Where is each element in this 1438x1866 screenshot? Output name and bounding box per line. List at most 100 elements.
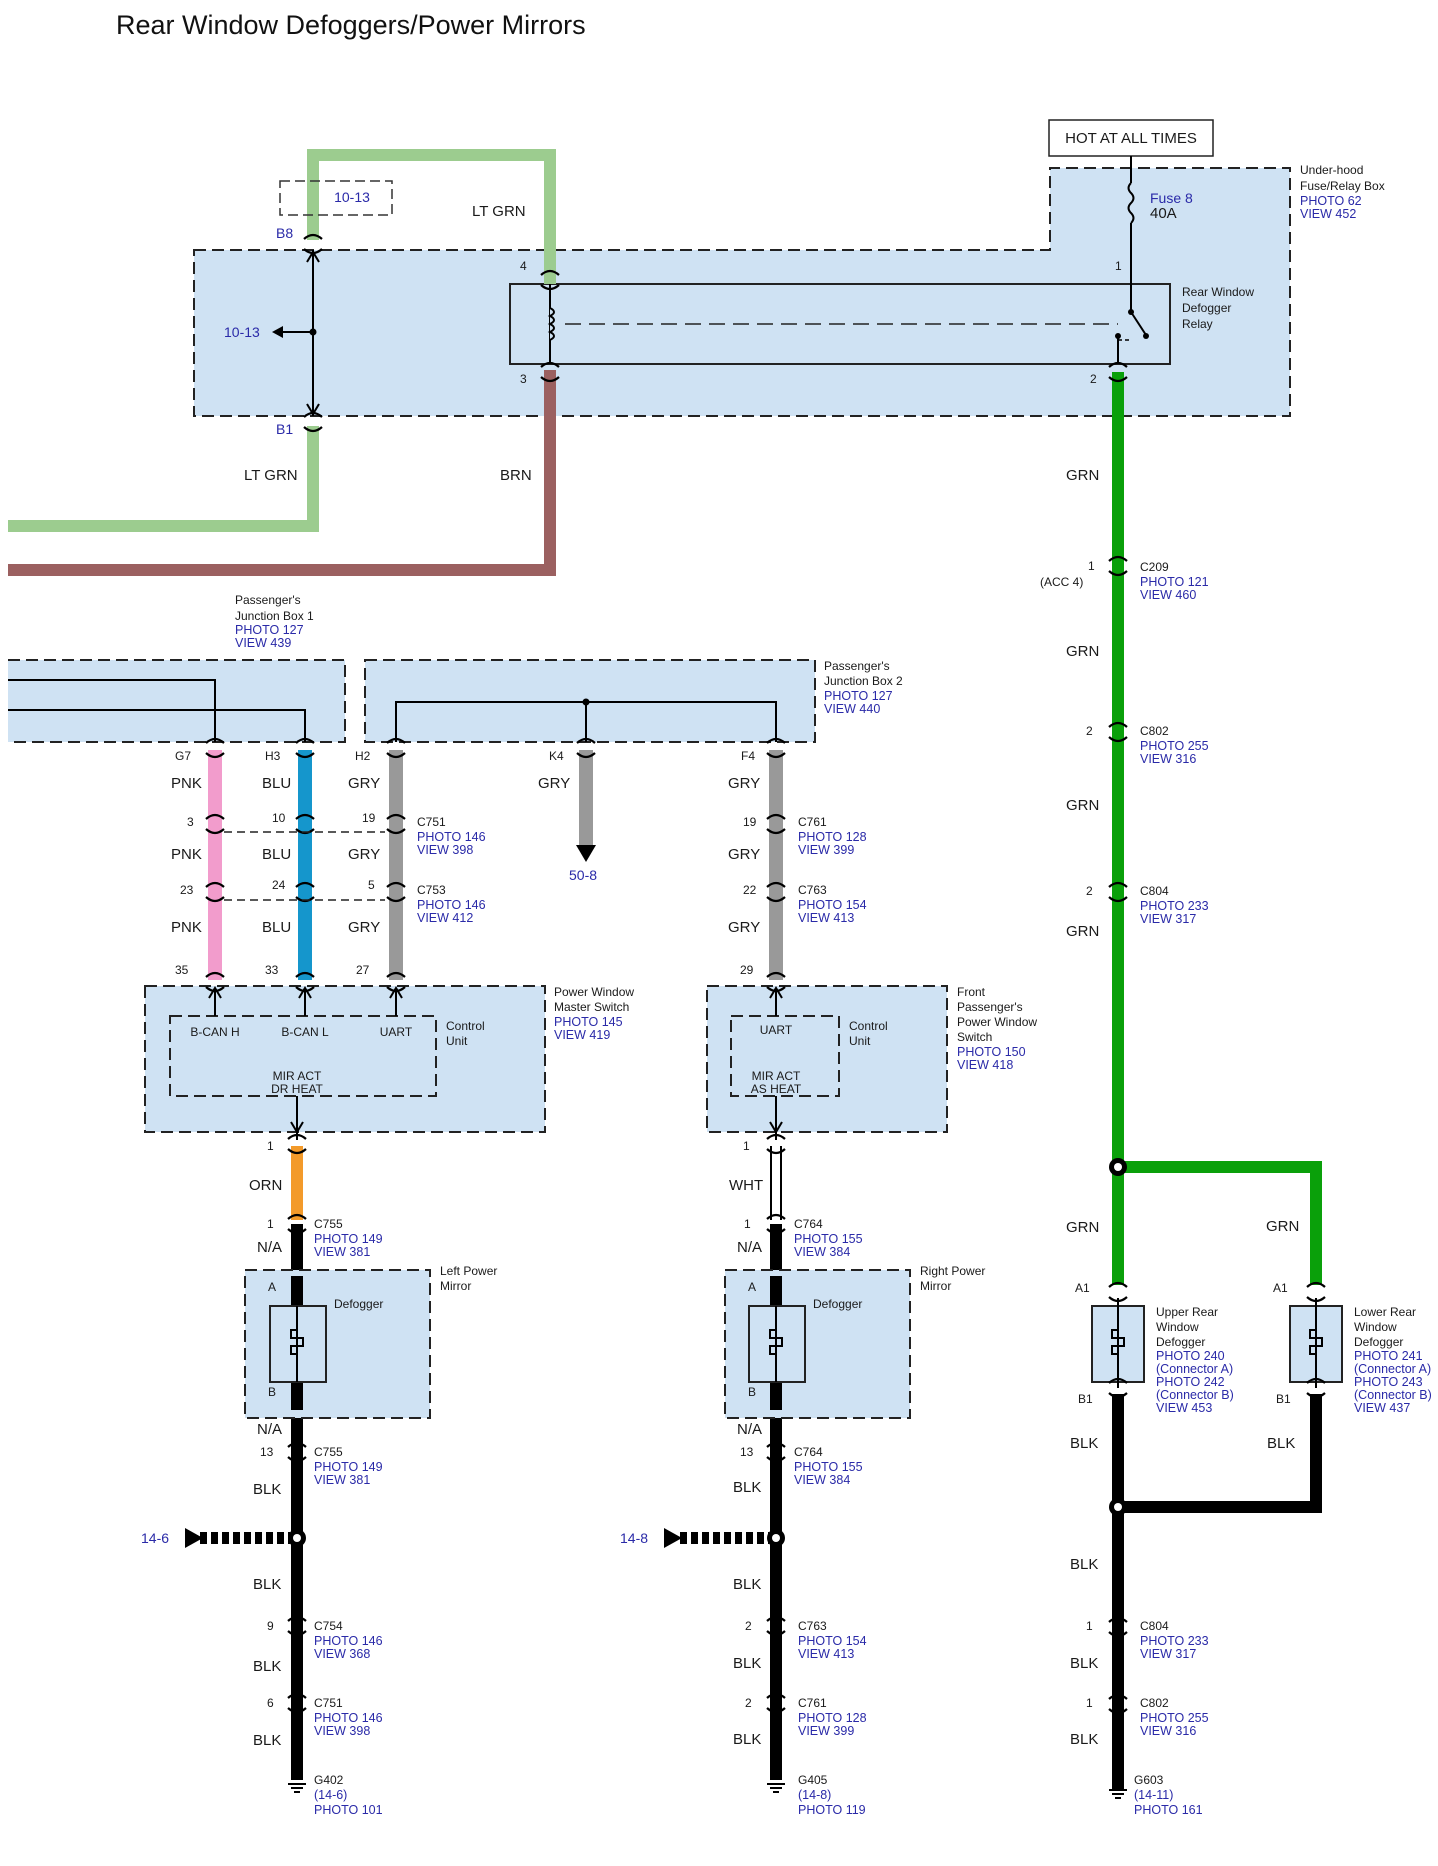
junction-box-1: [8, 659, 346, 743]
c764a-pin: 1: [744, 1217, 751, 1231]
lt-grn-label-top: LT GRN: [472, 203, 526, 220]
lower-conn-b: (Connector B): [1354, 1388, 1432, 1402]
lt-grn-wire-top: [307, 149, 556, 284]
c753-view: VIEW 412: [417, 911, 473, 925]
pwms-uart: UART: [380, 1025, 413, 1039]
pwms-pin33: 33: [265, 963, 279, 977]
right-defogger-icon: [769, 1329, 783, 1355]
lower-photo1: PHOTO 241: [1354, 1349, 1423, 1363]
pwms-cu1: Control: [446, 1019, 485, 1033]
gry-label-f4-1: GRY: [728, 775, 760, 792]
right-na-1: N/A: [737, 1239, 762, 1256]
grn-label-5: GRN: [1066, 1219, 1099, 1236]
relay-name3: Relay: [1182, 317, 1213, 331]
pwms-name1: Power Window: [554, 985, 634, 999]
upper-name3: Defogger: [1156, 1335, 1205, 1349]
blk-label-upper: BLK: [1070, 1435, 1098, 1452]
c751-view: VIEW 398: [417, 843, 473, 857]
pin-g7: G7: [175, 749, 191, 763]
left-blk-1: BLK: [253, 1481, 281, 1498]
g405-name: G405: [798, 1773, 828, 1787]
lower-a1: A1: [1273, 1281, 1288, 1295]
c763a-photo: PHOTO 154: [798, 898, 867, 912]
left-na-2: N/A: [257, 1421, 282, 1438]
wht-label: WHT: [729, 1177, 763, 1194]
ref-508: 50-8: [569, 867, 597, 883]
pjb1-view: VIEW 439: [235, 636, 291, 650]
c753-pin5: 5: [368, 878, 375, 892]
fppws-cu2: Unit: [849, 1034, 871, 1048]
lt-grn-wire-bottom: [8, 426, 319, 532]
right-blk-1: BLK: [733, 1479, 761, 1496]
c804a-name: C804: [1140, 884, 1169, 898]
left-na-1: N/A: [257, 1239, 282, 1256]
c764a-name: C764: [794, 1217, 823, 1231]
pjb1-photo: PHOTO 127: [235, 623, 304, 637]
pin-b1: B1: [276, 421, 293, 437]
left-ref-146: 14-6: [141, 1530, 169, 1546]
left-shield-arrow-icon: [185, 1528, 203, 1548]
gry-label-1: GRY: [348, 775, 380, 792]
c802b-view: VIEW 316: [1140, 1724, 1196, 1738]
left-mirror-name1: Left Power: [440, 1264, 497, 1278]
pwms-mir1: MIR ACT: [273, 1069, 322, 1083]
c753-pin24: 24: [272, 878, 286, 892]
blk-wire-lower: [1118, 1394, 1322, 1513]
ref-1013-box: [279, 180, 393, 216]
c764a-photo: PHOTO 155: [794, 1232, 863, 1246]
c209-view: VIEW 460: [1140, 588, 1196, 602]
fppws-name3: Power Window: [957, 1015, 1037, 1029]
fppws-photo: PHOTO 150: [957, 1045, 1026, 1059]
ground-icon-g402: [287, 1783, 307, 1793]
c754-pin: 9: [267, 1619, 274, 1633]
c755b-view: VIEW 381: [314, 1473, 370, 1487]
right-pin1: 1: [743, 1139, 750, 1153]
gry-label-k4: GRY: [538, 775, 570, 792]
relay-pin-1: 1: [1115, 259, 1122, 273]
blu-label-2: BLU: [262, 846, 291, 863]
c804b-name: C804: [1140, 1619, 1169, 1633]
relay-switch-icon: [1130, 311, 1147, 336]
upper-conn-a: (Connector A): [1156, 1362, 1233, 1376]
c751-pin19: 19: [362, 811, 376, 825]
lower-name2: Window: [1354, 1320, 1397, 1334]
left-blk-2: BLK: [253, 1576, 281, 1593]
g603-ref: (14-11): [1134, 1788, 1173, 1802]
pwms-photo: PHOTO 145: [554, 1015, 623, 1029]
c755a-pin: 1: [267, 1217, 274, 1231]
pjb2-view: VIEW 440: [824, 702, 880, 716]
left-pin-a: A: [268, 1280, 276, 1294]
right-pin-b: B: [748, 1385, 756, 1399]
c753-photo: PHOTO 146: [417, 898, 486, 912]
c751b-photo: PHOTO 146: [314, 1711, 383, 1725]
g402-ref: (14-6): [314, 1788, 347, 1802]
fuse-icon: [1127, 182, 1135, 224]
relay-name2: Defogger: [1182, 301, 1231, 315]
relay-box: [509, 283, 1171, 365]
c209-alt: (ACC 4): [1040, 575, 1083, 589]
left-pin1: 1: [267, 1139, 274, 1153]
fuse-label: Fuse 8: [1150, 190, 1193, 206]
fppws-mir2: AS HEAT: [751, 1082, 802, 1096]
fppws-control-unit: [730, 1015, 840, 1097]
right-na-2: N/A: [737, 1421, 762, 1438]
underhood-view: VIEW 452: [1300, 207, 1356, 221]
c755a-photo: PHOTO 149: [314, 1232, 383, 1246]
upper-defogger-icon: [1111, 1329, 1125, 1355]
pjb1-name1: Passenger's: [235, 593, 301, 607]
ref-1013-top: 10-13: [334, 189, 370, 205]
g603-name: G603: [1134, 1773, 1164, 1787]
c764b-view: VIEW 384: [794, 1473, 850, 1487]
pjb2-name1: Passenger's: [824, 659, 890, 673]
ground-icon-g603: [1108, 1789, 1128, 1799]
underhood-name1: Under-hood: [1300, 163, 1363, 177]
grn-label-3: GRN: [1066, 797, 1099, 814]
fppws-view: VIEW 418: [957, 1058, 1013, 1072]
pwms-view: VIEW 419: [554, 1028, 610, 1042]
pin-h2: H2: [355, 749, 371, 763]
pin-k4: K4: [549, 749, 564, 763]
g405-photo: PHOTO 119: [798, 1803, 866, 1817]
upper-name2: Window: [1156, 1320, 1199, 1334]
g402-name: G402: [314, 1773, 344, 1787]
left-pin-b: B: [268, 1385, 276, 1399]
